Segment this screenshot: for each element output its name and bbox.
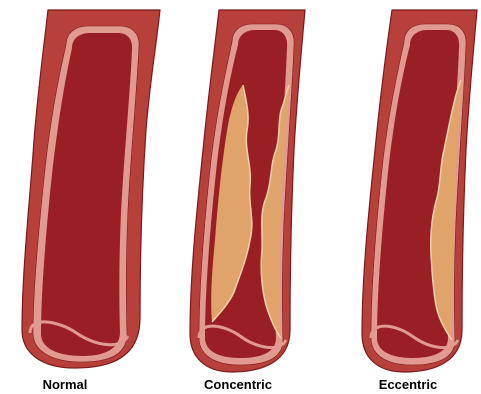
eccentric-artery	[362, 10, 477, 372]
concentric-label: Concentric	[178, 377, 298, 393]
normal-label: Normal	[5, 377, 125, 393]
normal-artery	[22, 10, 160, 368]
eccentric-label: Eccentric	[348, 377, 468, 393]
concentric-artery	[190, 10, 305, 372]
